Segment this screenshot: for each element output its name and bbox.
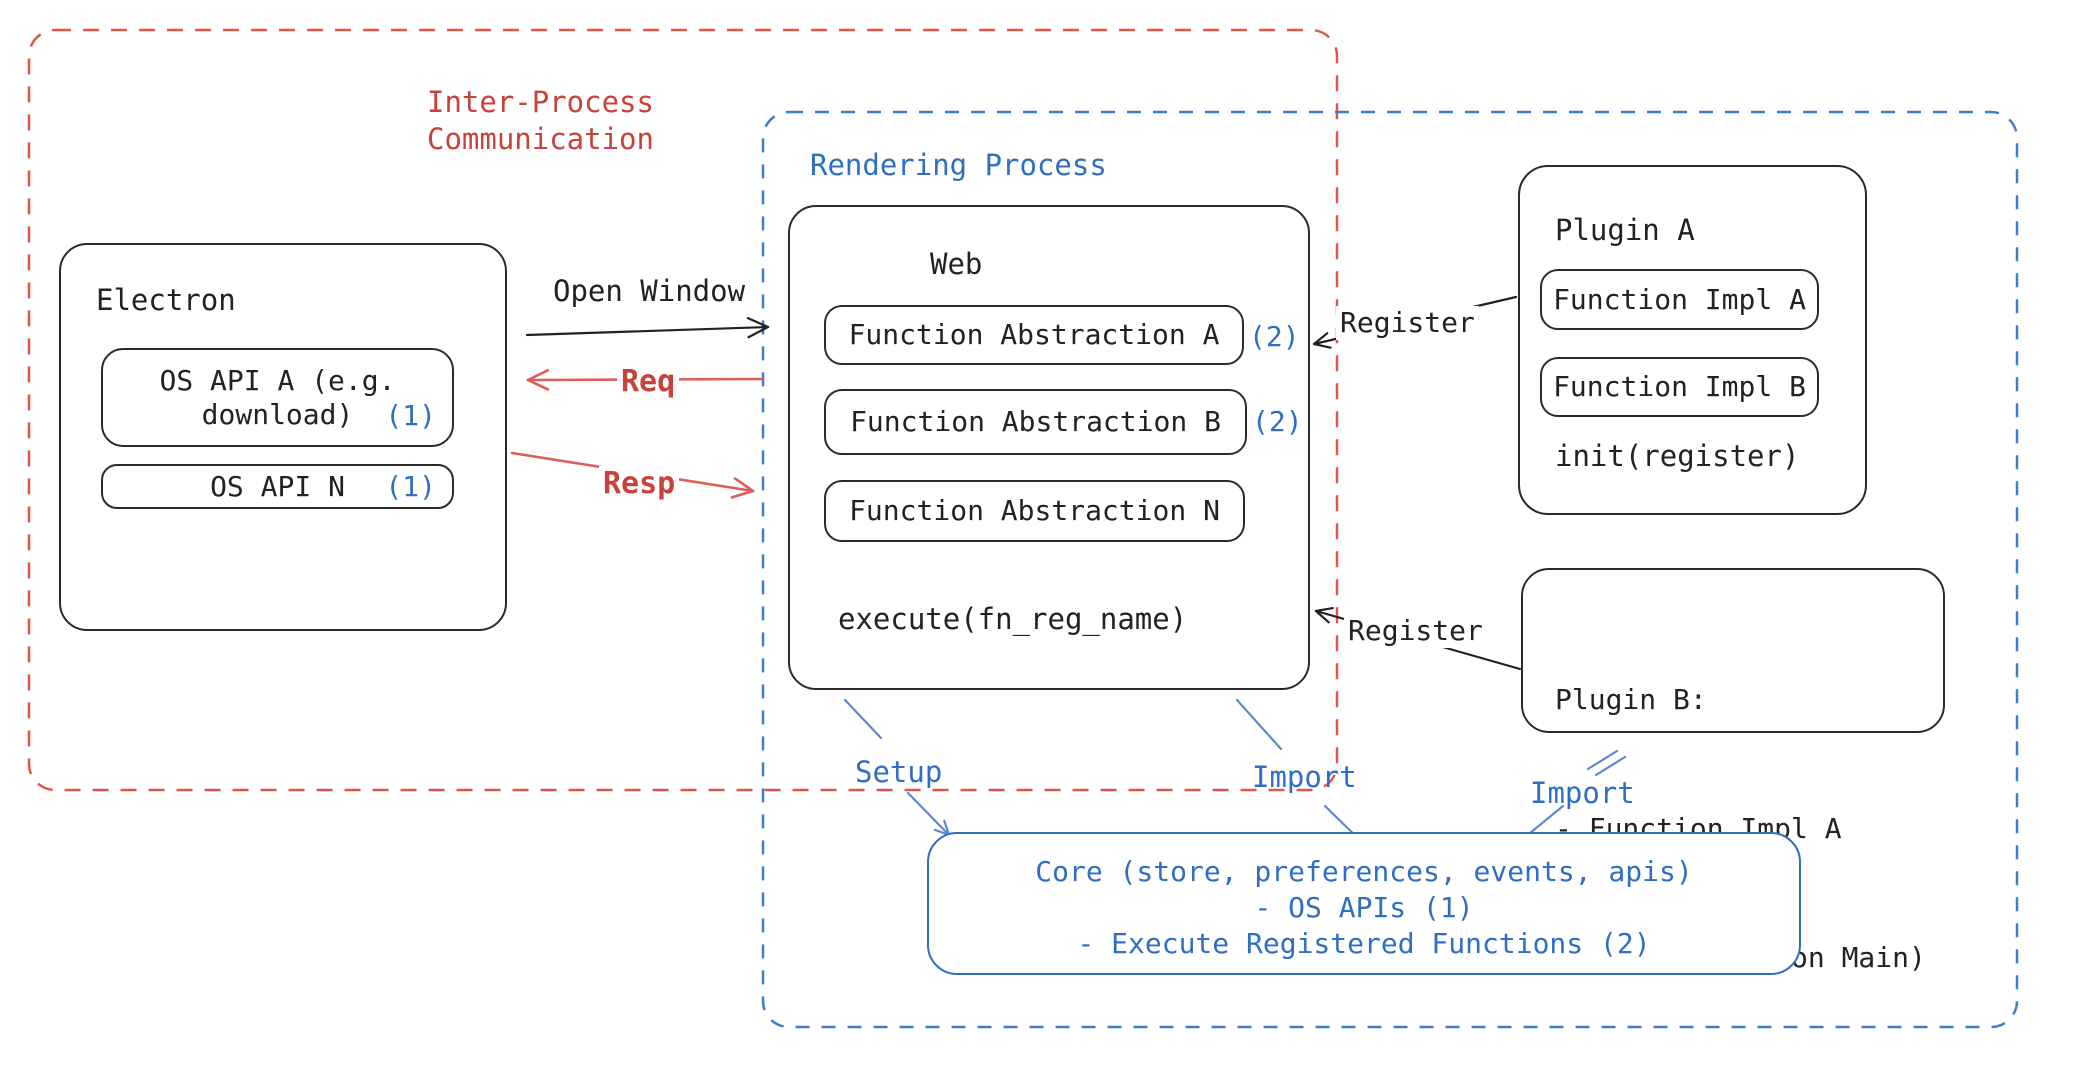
- core-line3: - Execute Registered Functions (2): [1077, 927, 1651, 960]
- open-window-arrow: [525, 316, 770, 339]
- setup-arrow: [906, 791, 951, 837]
- os-api-a-badge: (1): [385, 399, 436, 432]
- ipc-boundary-label: Inter-Process Communication: [427, 84, 654, 158]
- execute-label: execute(fn_reg_name): [838, 602, 1188, 636]
- core-line1: Core (store, preferences, events, apis): [1035, 855, 1693, 888]
- ipc-boundary-label-line2: Communication: [427, 122, 654, 156]
- register-bottom-label: Register: [1344, 614, 1487, 648]
- electron-box: Electron OS API A (e.g. download) (1) OS…: [59, 243, 507, 631]
- web-title: Web: [930, 247, 983, 281]
- setup-line-upper: [843, 698, 883, 740]
- os-api-n-badge: (1): [385, 469, 436, 503]
- plugin-b-box: Plugin B: - Function Impl A - Module (ru…: [1521, 568, 1945, 974]
- os-api-n-box: OS API N (1): [101, 464, 454, 509]
- function-impl-a-label: Function Impl A: [1553, 282, 1806, 316]
- os-api-a-line2: download): [201, 397, 354, 431]
- function-abstraction-a-box: Function Abstraction A: [824, 305, 1244, 365]
- function-impl-b-box: Function Impl B: [1540, 357, 1819, 417]
- electron-title: Electron: [96, 283, 236, 317]
- plugin-b-title: Plugin B:: [1555, 683, 1707, 716]
- req-label: Req: [617, 364, 680, 399]
- rendering-process-label: Rendering Process: [810, 148, 1107, 182]
- setup-label: Setup: [855, 755, 943, 789]
- resp-label: Resp: [599, 466, 680, 501]
- register-top-label: Register: [1336, 306, 1479, 340]
- plugin-a-title: Plugin A: [1555, 213, 1695, 247]
- function-abstraction-a-badge: (2): [1249, 320, 1300, 353]
- function-abstraction-n-label: Function Abstraction N: [849, 494, 1220, 527]
- function-abstraction-b-box: Function Abstraction B: [824, 389, 1247, 455]
- function-abstraction-b-badge: (2): [1252, 405, 1303, 438]
- function-impl-b-label: Function Impl B: [1553, 370, 1806, 403]
- os-api-n-label: OS API N: [210, 469, 345, 503]
- import-mid-line-upper: [1235, 698, 1283, 751]
- function-abstraction-n-box: Function Abstraction N: [824, 480, 1245, 542]
- import-mid-label: Import: [1252, 760, 1357, 794]
- os-api-a-box: OS API A (e.g. download) (1): [101, 348, 454, 447]
- core-box: Core (store, preferences, events, apis) …: [927, 832, 1801, 975]
- web-box: Web Function Abstraction A (2) Function …: [788, 205, 1310, 690]
- plugin-a-box: Plugin A Function Impl A Function Impl B…: [1518, 165, 1867, 515]
- open-window-label: Open Window: [553, 274, 746, 308]
- ipc-boundary-label-line1: Inter-Process: [427, 85, 654, 119]
- function-abstraction-b-label: Function Abstraction B: [850, 405, 1221, 438]
- plugin-b-text: Plugin B: - Function Impl A - Module (ru…: [1555, 592, 1926, 1065]
- core-line2: - OS APIs (1): [1254, 891, 1474, 924]
- function-abstraction-a-label: Function Abstraction A: [848, 318, 1220, 351]
- os-api-a-line1: OS API A (e.g.: [159, 363, 396, 397]
- function-impl-a-box: Function Impl A: [1540, 269, 1819, 330]
- init-register-label: init(register): [1555, 439, 1800, 473]
